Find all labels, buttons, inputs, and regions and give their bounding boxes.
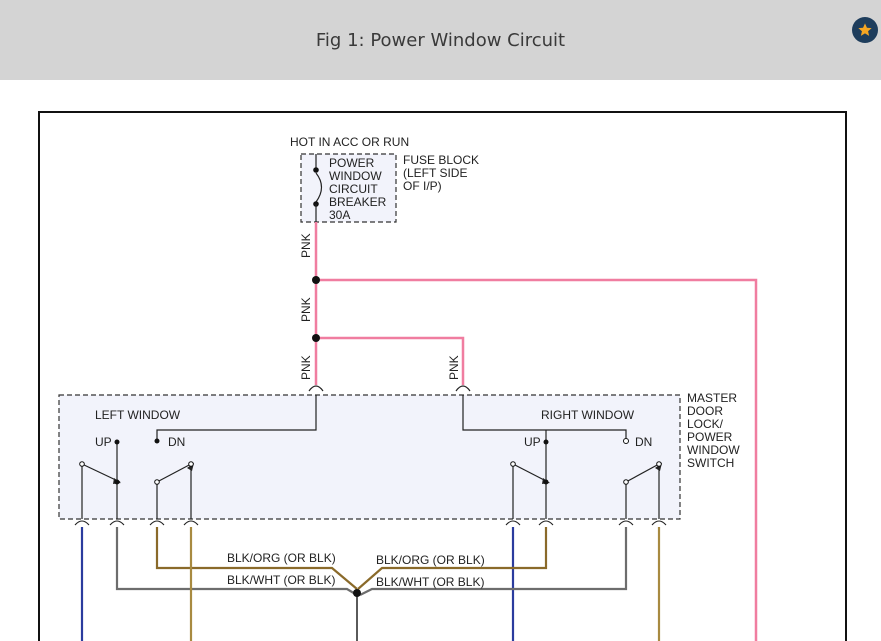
figure-title: Fig 1: Power Window Circuit: [315, 29, 566, 51]
master-switch-label-3: LOCK/: [687, 417, 724, 431]
left-up-label: UP: [95, 435, 112, 449]
master-switch-box: [58, 394, 681, 520]
right-up-label: UP: [524, 435, 541, 449]
wire-label-blk-wht-right: BLK/WHT (OR BLK): [376, 575, 484, 589]
breaker-label-4: BREAKER: [329, 195, 387, 209]
left-window-label: LEFT WINDOW: [95, 408, 181, 422]
fuse-block-box: [300, 153, 397, 223]
breaker-label-3: CIRCUIT: [329, 182, 378, 196]
wire-label-pnk-2: PNK: [299, 297, 313, 322]
breaker-contact-top: [313, 167, 319, 173]
breaker-label-5: 30A: [329, 208, 350, 222]
breaker-element: [315, 172, 323, 203]
right-window-label: RIGHT WINDOW: [541, 408, 635, 422]
wire-label-pnk-1: PNK: [299, 233, 313, 258]
wire-label-blk-wht-left: BLK/WHT (OR BLK): [227, 573, 335, 587]
star-icon: [858, 23, 872, 36]
wire-label-blk-org-left: BLK/ORG (OR BLK): [227, 551, 336, 565]
hot-label: HOT IN ACC OR RUN: [290, 135, 409, 149]
ground-splice: [353, 589, 361, 597]
right-dn-label: DN: [635, 435, 652, 449]
favorite-button[interactable]: [852, 17, 878, 43]
master-switch-label-6: SWITCH: [687, 456, 734, 470]
figure-header: Fig 1: Power Window Circuit: [0, 0, 881, 80]
wire-label-blk-org-right: BLK/ORG (OR BLK): [376, 553, 485, 567]
output-wires: [80, 527, 661, 641]
master-switch-label-1: MASTER: [687, 391, 737, 405]
wire-label-pnk-4: PNK: [447, 355, 461, 380]
pink-wires: [314, 222, 758, 641]
breaker-label-1: POWER: [329, 156, 375, 170]
master-switch-label-5: WINDOW: [687, 443, 740, 457]
fuse-block-label-3: OF I/P): [403, 179, 442, 193]
diagram-frame: HOT IN ACC OR RUN POWER WINDOW CIRCUIT B…: [38, 111, 847, 641]
left-dn-label: DN: [168, 435, 185, 449]
splice-1: [312, 276, 320, 284]
power-window-circuit-diagram: HOT IN ACC OR RUN POWER WINDOW CIRCUIT B…: [58, 135, 758, 641]
wire-label-pnk-3: PNK: [299, 355, 313, 380]
bottom-connectors: [74, 520, 667, 526]
fuse-block-label-2: (LEFT SIDE: [403, 166, 467, 180]
master-switch-label-4: POWER: [687, 430, 733, 444]
breaker-label-2: WINDOW: [329, 169, 382, 183]
fuse-block-label-1: FUSE BLOCK: [403, 153, 479, 167]
switch-contacts: [79, 438, 662, 485]
splice-2: [312, 334, 320, 342]
switch-internal-wiring: [81, 395, 660, 519]
master-switch-label-2: DOOR: [687, 404, 723, 418]
